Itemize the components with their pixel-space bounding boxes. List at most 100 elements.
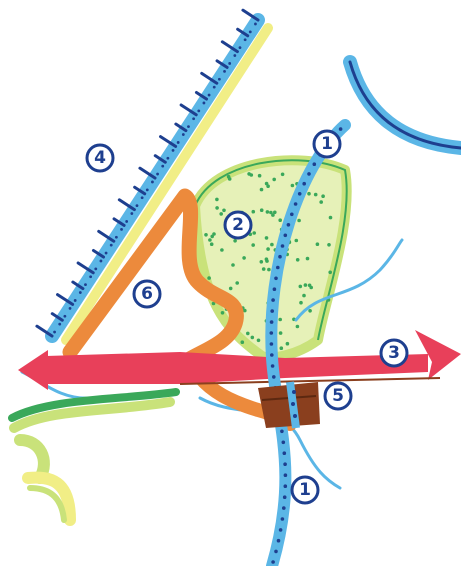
dome-dot — [251, 336, 255, 340]
marker-2: 2 — [225, 212, 251, 238]
dotted-line-dot — [274, 277, 278, 281]
ruler-dot — [172, 149, 175, 152]
dome-dot — [297, 219, 301, 223]
ruler-dot — [74, 299, 77, 302]
dotted-line-dot — [290, 213, 294, 217]
dotted-line-dot — [277, 539, 281, 543]
dome-dot — [265, 236, 269, 240]
dotted-line-dot — [307, 172, 311, 176]
marker-1-bottom: 1 — [292, 477, 318, 503]
ruler-dot — [208, 94, 211, 97]
dome-dot — [304, 283, 308, 287]
svg-text:2: 2 — [232, 215, 244, 235]
ruler-dot — [89, 275, 92, 278]
dome-dot — [210, 242, 214, 246]
dotted-line-dot — [339, 127, 343, 131]
dome-dot — [250, 173, 254, 177]
dome-dot — [260, 260, 264, 264]
ruler-dot — [197, 109, 200, 112]
dome-dot — [219, 212, 223, 216]
dome-dot — [233, 239, 237, 243]
dome-dot — [280, 346, 284, 350]
ruler-dot — [166, 157, 169, 160]
dome-dot — [220, 248, 224, 252]
dotted-line-dot — [281, 244, 285, 248]
ruler-dot — [94, 267, 97, 270]
dome-dot — [270, 243, 274, 247]
dome-dot — [231, 263, 235, 267]
ruler-dot — [141, 196, 144, 199]
dome-dot — [279, 331, 283, 335]
dome-dot — [260, 208, 264, 212]
dome-dot — [235, 281, 239, 285]
marker-6: 6 — [134, 281, 160, 307]
ruler-dot — [161, 165, 164, 168]
dotted-line-dot — [279, 528, 283, 532]
dome-dot — [258, 174, 262, 178]
dotted-line-dot — [278, 255, 282, 259]
dome-dot — [222, 209, 226, 213]
dotted-line-dot — [284, 234, 288, 238]
dome-dot — [242, 256, 246, 260]
dome-dot — [278, 318, 282, 322]
svg-text:4: 4 — [94, 148, 106, 168]
dome-dot — [302, 294, 306, 298]
dome-dot — [265, 257, 269, 261]
dome-dot — [207, 276, 211, 280]
dome-dot — [252, 231, 256, 235]
ruler-dot — [182, 133, 185, 136]
dome-dot — [266, 247, 270, 251]
ruler-dot — [223, 70, 226, 73]
dome-dot — [260, 188, 264, 192]
dome-dot — [271, 213, 275, 217]
dotted-line-dot — [283, 495, 287, 499]
dotted-line-dot — [276, 266, 280, 270]
dotted-line-dot — [284, 473, 288, 477]
ruler-dot — [156, 173, 159, 176]
ruler-dot — [192, 117, 195, 120]
dome-dot — [308, 309, 312, 313]
dome-dot — [215, 206, 219, 210]
dotted-line-dot — [270, 331, 274, 335]
dotted-line-dot — [270, 342, 274, 346]
dome-dot — [241, 340, 245, 344]
dome-dot — [251, 243, 255, 247]
ruler-dot — [120, 228, 123, 231]
dotted-line-dot — [270, 353, 274, 357]
dome-dot — [281, 173, 285, 177]
dome-dot — [329, 216, 333, 220]
dotted-line-dot — [282, 506, 286, 510]
dotted-line-dot — [284, 484, 288, 488]
brown-block — [258, 382, 320, 428]
dome-dot — [314, 193, 318, 197]
dotted-line-dot — [287, 223, 291, 227]
dome-dot — [299, 285, 303, 289]
ruler-dot — [100, 260, 103, 263]
dotted-line-dot — [302, 182, 306, 186]
dotted-line-dot — [283, 451, 287, 455]
ruler-dot — [63, 315, 66, 318]
marker-5: 5 — [325, 383, 351, 409]
cup-arc — [350, 62, 461, 148]
ruler-dot — [218, 78, 221, 81]
dotted-line-dot — [280, 430, 284, 434]
dome-dot — [308, 284, 312, 288]
dome-dot — [229, 287, 233, 291]
svg-text:6: 6 — [141, 284, 153, 304]
dome-dot — [299, 301, 303, 305]
ruler-dot — [203, 102, 206, 105]
ruler-dot — [115, 236, 118, 239]
dome-dot — [278, 218, 282, 222]
dome-dot — [272, 178, 276, 182]
ruler-dot — [239, 46, 242, 49]
green-yellow-strokes — [12, 392, 176, 520]
dome-dot — [266, 210, 270, 214]
dome-dot — [210, 235, 214, 239]
ruler-dot — [228, 62, 231, 65]
svg-text:1: 1 — [321, 134, 333, 154]
dome-dot — [321, 194, 325, 198]
dotted-line-dot — [282, 441, 286, 445]
dome-dot — [291, 184, 295, 188]
dome-dot — [252, 210, 256, 214]
dome-dot — [262, 267, 266, 271]
